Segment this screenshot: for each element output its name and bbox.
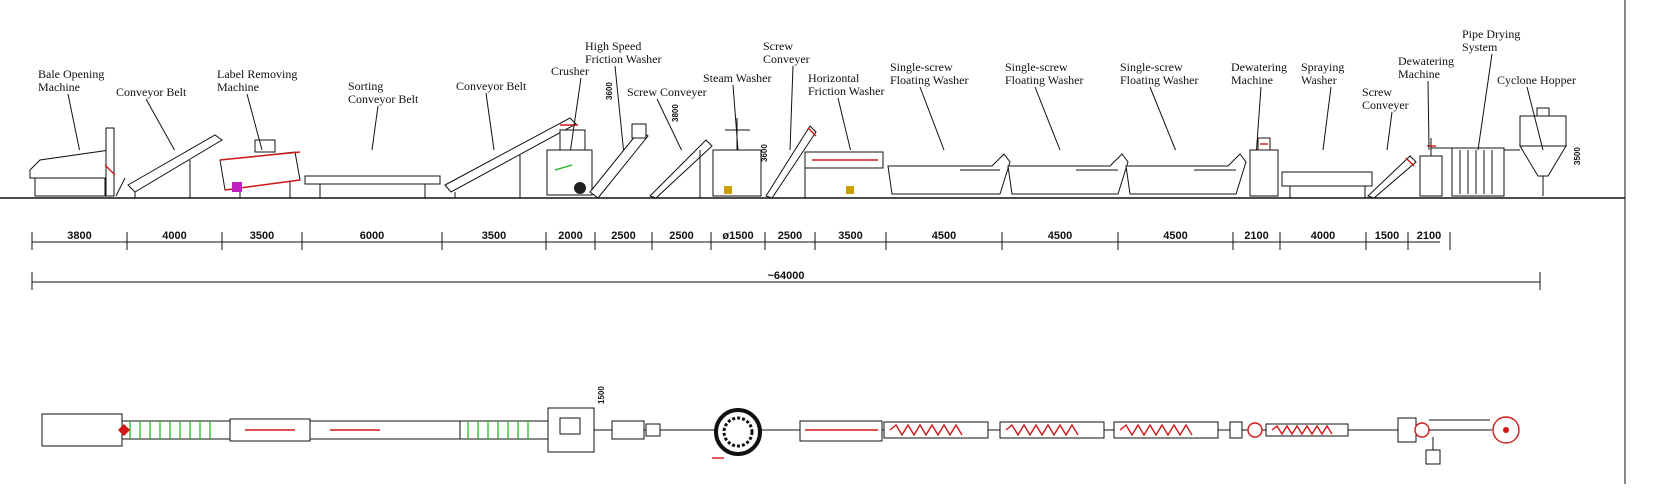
label-leader-line bbox=[837, 97, 851, 151]
bale-opening-machine-drawing bbox=[29, 127, 126, 197]
label-leader-line bbox=[919, 86, 945, 151]
label-leader-line bbox=[1427, 80, 1430, 151]
label-leader-line bbox=[145, 98, 175, 151]
plan-view: 1500 bbox=[41, 386, 1520, 465]
dimension-value: 3500 bbox=[250, 230, 274, 242]
dimension-string: 3800 4000 3500 6000 3500 2000 2500 2500 ø1500 250… bbox=[31, 230, 1541, 290]
machine-label: Crusher bbox=[551, 64, 589, 78]
dimension-value: 4000 bbox=[162, 230, 186, 242]
label-leader-line bbox=[1034, 86, 1061, 151]
conveyor-belt-2-drawing bbox=[444, 117, 577, 198]
steam-washer-drawing bbox=[712, 118, 762, 197]
machine-label: Conveyor Belt bbox=[116, 85, 187, 99]
machine-label: Screw Conveyer bbox=[627, 85, 707, 99]
label-leader-line bbox=[1149, 86, 1176, 151]
label-leader-line bbox=[1256, 86, 1262, 151]
height-mark-3: 3600 bbox=[760, 144, 769, 162]
dewatering-machine-1-drawing bbox=[1249, 137, 1279, 197]
pipe-drying-system-drawing bbox=[1431, 147, 1505, 197]
label-leader-line bbox=[67, 93, 80, 151]
label-removing-machine-drawing bbox=[219, 139, 301, 198]
sorting-conveyor-drawing bbox=[304, 175, 441, 198]
machine-label: Cyclone Hopper bbox=[1497, 73, 1576, 87]
label-leader-line bbox=[732, 84, 739, 151]
label-leader-line bbox=[570, 77, 582, 151]
screw-conveyer-2-drawing bbox=[765, 125, 817, 199]
dimension-value: 2500 bbox=[611, 230, 635, 242]
label-leader-line bbox=[1322, 86, 1332, 151]
machine-label: Conveyor Belt bbox=[456, 79, 527, 93]
screw-conveyer-1-drawing bbox=[649, 139, 713, 199]
plan-steam-washer bbox=[714, 408, 762, 456]
total-length: ~64000 bbox=[767, 270, 804, 282]
height-mark-1: 3600 bbox=[605, 82, 614, 100]
dimension-value: 3500 bbox=[838, 230, 862, 242]
dimension-value: 2100 bbox=[1244, 230, 1268, 242]
elevation-view: 3600 3800 3600 3500 bbox=[0, 82, 1625, 199]
horizontal-friction-washer-drawing bbox=[804, 151, 884, 198]
label-leader-line bbox=[656, 98, 682, 151]
dimension-value: 4000 bbox=[1311, 230, 1335, 242]
dimension-value: 2100 bbox=[1417, 230, 1441, 242]
label-leader-line bbox=[485, 92, 495, 151]
crusher-drawing bbox=[546, 124, 593, 196]
dimension-value: 3500 bbox=[482, 230, 506, 242]
height-mark-4: 3500 bbox=[1573, 147, 1582, 165]
dimension-value: 1500 bbox=[1375, 230, 1399, 242]
plan-floating-washers bbox=[883, 421, 1219, 439]
dimension-value: 3800 bbox=[67, 230, 91, 242]
dimension-values: 3800 4000 3500 6000 3500 2000 2500 2500 ø1500 250… bbox=[67, 230, 1441, 242]
plan-bale-opener bbox=[41, 413, 123, 447]
label-leader-line bbox=[789, 65, 794, 151]
floating-washer-1-drawing bbox=[887, 153, 1011, 195]
screw-conveyer-3-drawing bbox=[1367, 155, 1417, 199]
dimension-value: 4500 bbox=[1048, 230, 1072, 242]
cyclone-hopper-drawing bbox=[1504, 107, 1567, 196]
spraying-washer-drawing bbox=[1281, 171, 1373, 198]
dimension-value: 2000 bbox=[558, 230, 582, 242]
label-leader-line bbox=[1477, 53, 1493, 151]
label-leader-line bbox=[371, 105, 379, 151]
label-leader-line bbox=[246, 93, 263, 151]
dimension-value: 6000 bbox=[360, 230, 384, 242]
plan-height-mark: 1500 bbox=[597, 386, 606, 404]
dimension-value: 4500 bbox=[932, 230, 956, 242]
dimension-value: 2500 bbox=[669, 230, 693, 242]
machine-label: Steam Washer bbox=[703, 71, 771, 85]
label-leader-line bbox=[1526, 86, 1544, 151]
conveyor-belt-1-drawing bbox=[127, 134, 223, 198]
dimension-ticks bbox=[31, 232, 1451, 250]
dimension-value: 4500 bbox=[1163, 230, 1187, 242]
dewatering-machine-2-drawing bbox=[1419, 138, 1443, 197]
dimension-value: 2500 bbox=[778, 230, 802, 242]
label-leader-line bbox=[614, 65, 624, 151]
floating-washer-2-drawing bbox=[1007, 153, 1129, 195]
high-speed-friction-washer-drawing bbox=[589, 123, 649, 199]
label-leader-line bbox=[1386, 111, 1393, 151]
floating-washer-3-drawing bbox=[1125, 153, 1247, 195]
dimension-value: ø1500 bbox=[722, 230, 753, 242]
height-mark-2: 3800 bbox=[671, 104, 680, 122]
